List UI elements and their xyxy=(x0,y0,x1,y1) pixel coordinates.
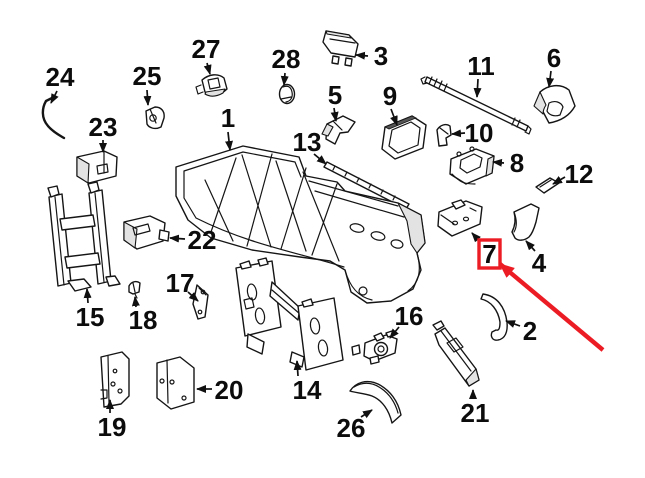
leader-11 xyxy=(473,78,482,98)
part-label-14: 14 xyxy=(293,375,322,405)
part-24-shape xyxy=(41,96,66,140)
part-2-shape xyxy=(480,293,508,341)
part-label-26: 26 xyxy=(337,413,366,443)
part-label-10: 10 xyxy=(465,118,494,148)
part-28-shape xyxy=(278,83,296,105)
part-26-shape xyxy=(349,380,402,424)
part-18-shape xyxy=(128,280,141,299)
part-label-13: 13 xyxy=(293,127,322,157)
part-6-shape xyxy=(533,85,576,124)
part-label-21: 21 xyxy=(461,398,490,428)
part-label-4: 4 xyxy=(532,248,547,278)
part-label-23: 23 xyxy=(89,112,118,142)
part-label-19: 19 xyxy=(98,412,127,442)
part-label-22: 22 xyxy=(188,225,217,255)
leader-6 xyxy=(546,70,555,88)
part-label-8: 8 xyxy=(510,148,524,178)
leader-15 xyxy=(83,288,92,304)
leader-10 xyxy=(451,129,466,138)
part-8-shape xyxy=(449,146,495,185)
part-label-11: 11 xyxy=(467,51,495,81)
leader-3 xyxy=(355,51,369,60)
part-label-5: 5 xyxy=(328,80,342,110)
part-23-shape xyxy=(76,150,118,184)
part-label-24: 24 xyxy=(46,62,75,92)
part-20-shape xyxy=(156,356,195,410)
leader-16 xyxy=(389,326,400,339)
part-label-27: 27 xyxy=(192,34,221,64)
highlight-box xyxy=(477,238,502,270)
part-16-shape xyxy=(351,330,398,365)
leader-13 xyxy=(313,153,327,165)
leader-24 xyxy=(50,90,59,104)
part-label-7: 7 xyxy=(482,239,496,269)
part-label-15: 15 xyxy=(76,302,105,332)
part-10-shape xyxy=(436,123,452,147)
part-label-18: 18 xyxy=(129,305,158,335)
part-14-shape xyxy=(235,257,344,371)
callouts: 1 2 3 4 5 6 8 9 10 11 12 13 14 15 16 17 xyxy=(46,34,594,443)
leader-5 xyxy=(330,107,339,122)
highlight-group: 7 xyxy=(477,238,605,352)
highlight-arrow xyxy=(498,262,605,352)
leader-9 xyxy=(390,108,398,126)
part-label-17: 17 xyxy=(166,268,195,298)
part-label-16: 16 xyxy=(395,301,424,331)
part-27-shape xyxy=(195,74,228,97)
leader-18 xyxy=(131,296,140,308)
leader-2 xyxy=(505,320,521,328)
leader-8 xyxy=(492,158,505,167)
part-11-shape xyxy=(420,76,532,135)
leader-25 xyxy=(143,89,152,106)
part-5-shape xyxy=(321,115,356,145)
part-17-shape xyxy=(192,284,209,320)
part-25-shape xyxy=(145,106,165,130)
leader-4 xyxy=(525,240,536,252)
part-label-2: 2 xyxy=(523,316,537,346)
leader-17 xyxy=(187,291,199,302)
part-19-shape xyxy=(100,351,130,408)
part-label-20: 20 xyxy=(215,375,244,405)
leader-26 xyxy=(360,409,373,419)
part-label-3: 3 xyxy=(374,41,388,71)
part-22-shape xyxy=(123,215,170,250)
part-label-28: 28 xyxy=(272,44,301,74)
part-21-shape xyxy=(432,320,480,387)
leader-22 xyxy=(169,234,186,243)
part-7-shape xyxy=(437,199,483,237)
part-3-shape xyxy=(322,30,359,67)
part-label-9: 9 xyxy=(383,81,397,111)
part-label-1: 1 xyxy=(221,103,235,133)
leader-12 xyxy=(552,176,566,185)
part-15-shape xyxy=(47,181,121,292)
leader-1 xyxy=(225,131,233,151)
leader-14 xyxy=(293,360,302,377)
part-1-shape xyxy=(175,145,426,304)
part-12-shape xyxy=(535,177,560,194)
part-4-shape xyxy=(511,203,540,241)
leader-27 xyxy=(203,62,212,75)
part-label-12: 12 xyxy=(565,159,594,189)
part-9-shape xyxy=(381,115,427,160)
part-label-25: 25 xyxy=(133,61,162,91)
leader-28 xyxy=(280,72,289,86)
part-label-6: 6 xyxy=(547,43,561,73)
